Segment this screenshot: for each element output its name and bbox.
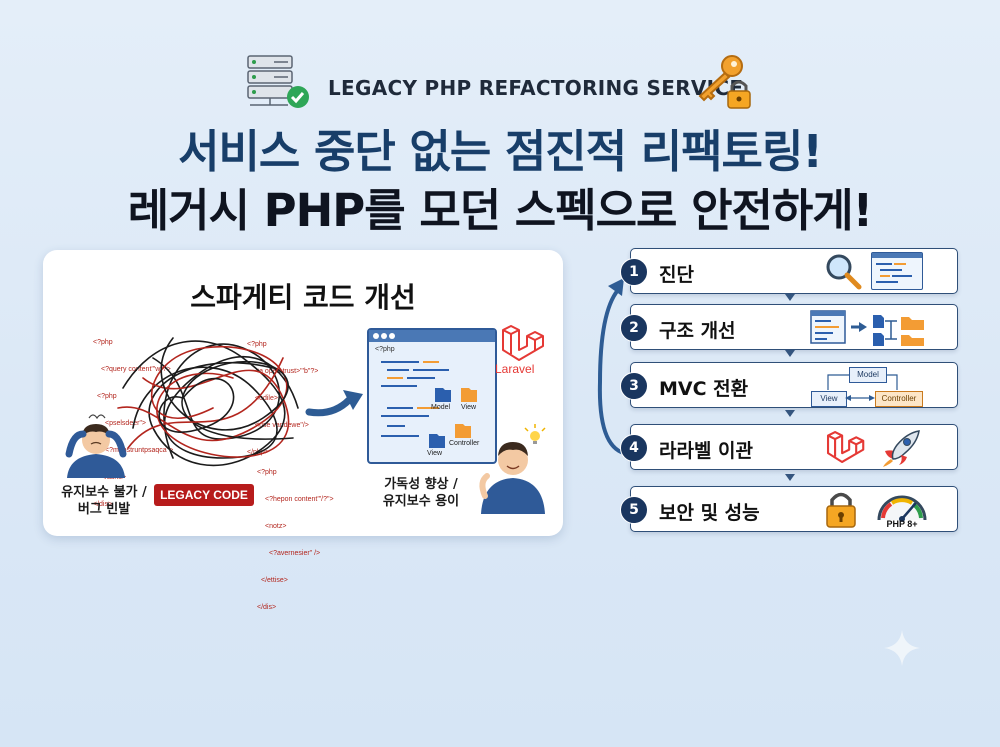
headline-line-2: 레거시 PHP를 모던 스펙으로 안전하게! — [127, 184, 873, 237]
service-subtitle: LEGACY PHP REFACTORING SERVICE — [328, 76, 744, 100]
php8-label: PHP 8+ — [886, 519, 918, 529]
server-check-icon — [246, 54, 310, 110]
step-connector — [785, 410, 795, 417]
step-label: 보안 및 성능 — [659, 502, 760, 524]
code-snippet-3: <?php <?hepon content'"/?"> <notz> <?ave… — [257, 469, 334, 611]
editor-titlebar — [369, 330, 495, 342]
step-security-performance: 5 보안 및 성능 PHP 8+ — [620, 486, 958, 532]
mvc-diagram-icon: Model View Controller — [809, 365, 923, 407]
spaghetti-code-panel: 스파게티 코드 개선 <?php <?query content'"w"?> <… — [43, 250, 563, 611]
step-connector — [785, 350, 795, 357]
editor-controller-label: Controller — [449, 440, 480, 447]
panel-title: 스파게티 코드 개선 — [190, 281, 416, 314]
mvc-controller-box: Controller — [875, 391, 923, 407]
step-mvc: 3 MVC 전환 Model View Controller — [620, 362, 958, 408]
lock-icon — [823, 489, 859, 529]
code-window-icon — [871, 252, 923, 290]
key-lock-icon — [694, 52, 758, 110]
step-number: 1 — [620, 258, 648, 286]
loop-back-arrow — [592, 272, 634, 462]
clean-code-editor: <?php Model View Controller View — [367, 328, 497, 464]
rocket-icon — [881, 429, 921, 467]
step-label: 진단 — [659, 264, 694, 286]
sparkle-icon — [882, 628, 922, 668]
clean-code-caption: 가독성 향상 / 유지보수 용이 — [382, 477, 460, 509]
mvc-view-box: View — [811, 391, 847, 407]
laravel-logo-icon — [821, 429, 865, 465]
step-number: 5 — [620, 496, 648, 524]
spaghetti-tangle-illustration — [113, 328, 313, 473]
editor-view-label: View — [461, 404, 477, 411]
step-laravel-migration: 4 라라벨 이관 — [620, 424, 958, 470]
editor-view-label-2: View — [427, 450, 443, 457]
step-diagnosis: 1 진단 — [620, 248, 958, 294]
folder-structure-icon — [809, 309, 929, 347]
legacy-code-badge: LEGACY CODE — [154, 484, 254, 506]
legacy-caption: 유지보수 불가 / 버그 빈발 — [61, 485, 147, 517]
laravel-logo-icon: Laravel — [495, 324, 545, 380]
step-connector — [785, 474, 795, 481]
editor-code-header: <?php — [375, 346, 395, 353]
performance-gauge-icon: PHP 8+ — [875, 488, 929, 530]
stressed-developer-illustration — [59, 408, 133, 478]
step-number: 2 — [620, 314, 648, 342]
step-label: 구조 개선 — [659, 320, 736, 342]
step-restructure: 2 구조 개선 — [620, 304, 958, 350]
step-number: 4 — [620, 434, 648, 462]
editor-model-label: Model — [431, 404, 451, 411]
laravel-label: Laravel — [495, 362, 535, 376]
step-connector — [785, 294, 795, 301]
step-label: MVC 전환 — [659, 378, 749, 400]
step-number: 3 — [620, 372, 648, 400]
step-label: 라라벨 이관 — [659, 440, 754, 462]
transform-arrow-icon — [305, 386, 367, 420]
magnifier-icon — [823, 252, 863, 290]
headline-line-1: 서비스 중단 없는 점진적 리팩토링! — [178, 125, 823, 178]
happy-developer-illustration — [473, 422, 553, 514]
